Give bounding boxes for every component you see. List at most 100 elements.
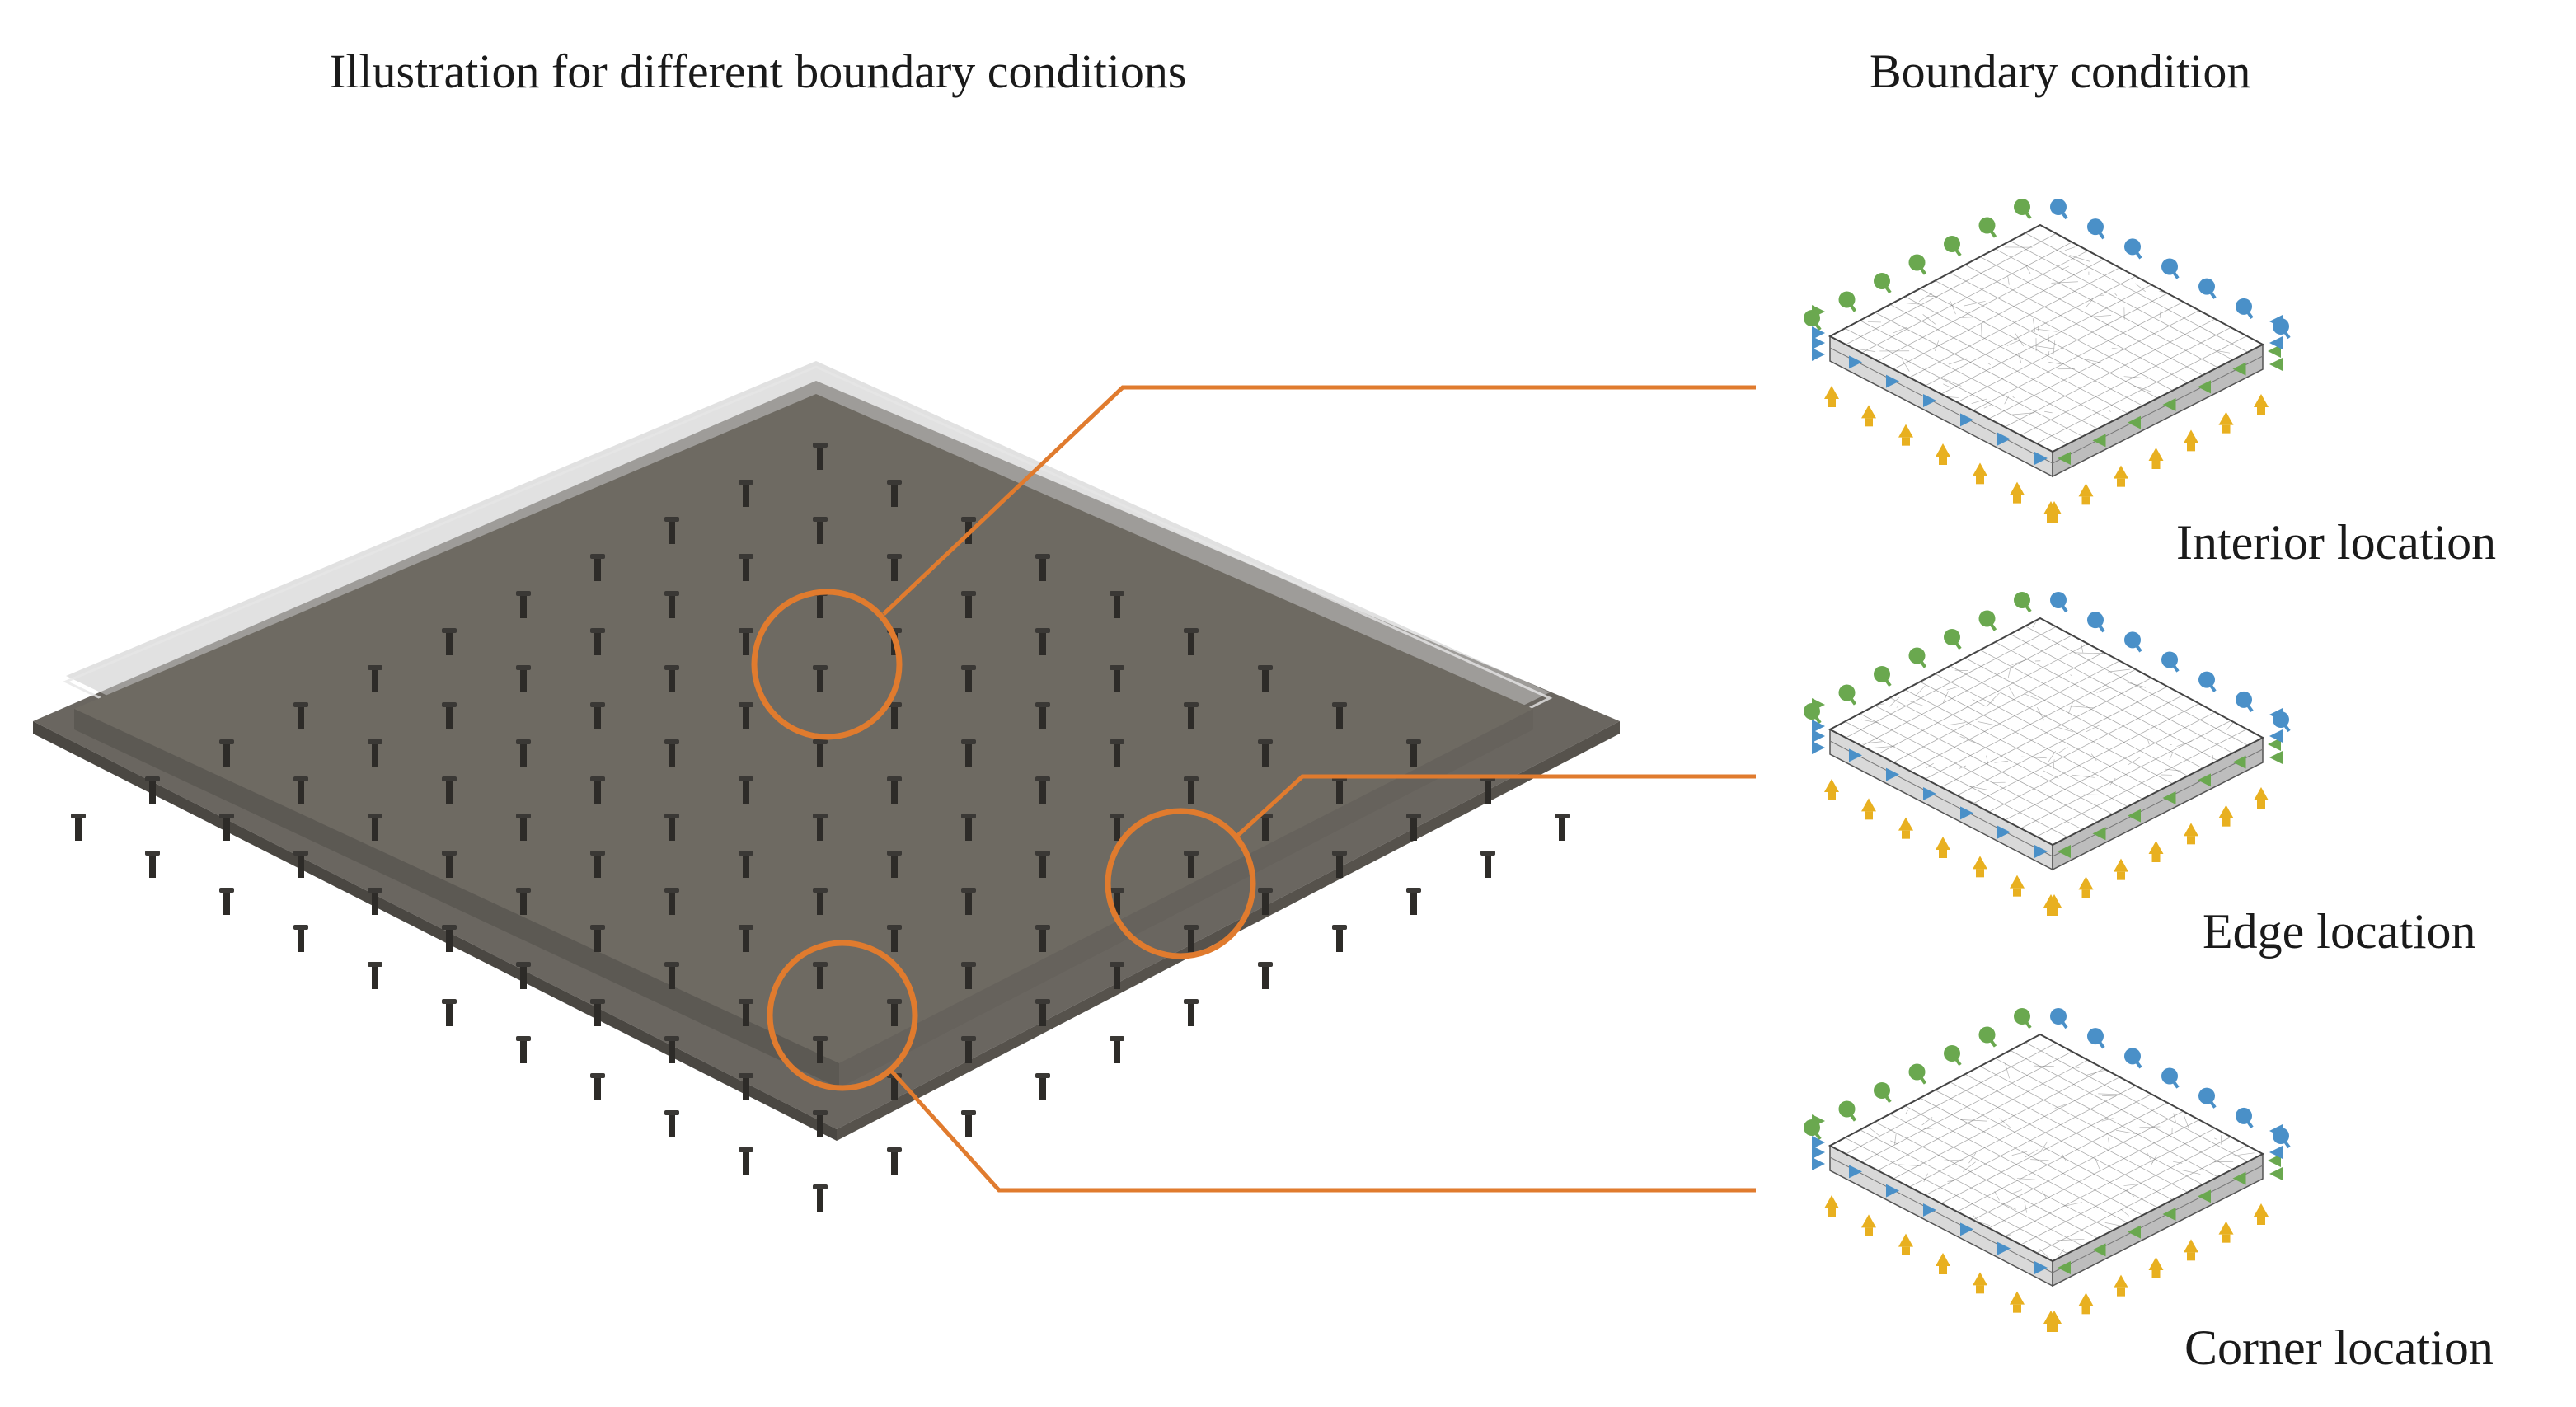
mesh-line [2232,1152,2255,1156]
mesh-line [1964,300,1986,307]
constraint-cone-base [2050,514,2058,523]
base-slab-right-face [837,721,1620,1141]
anchor-stud [1336,927,1343,952]
mesh-line [2135,283,2147,293]
constraint-cone-symbol [2254,394,2269,407]
anchor-stud-head [1184,702,1199,707]
mesh-line [1921,1117,1933,1126]
constraint-cone-base [2257,1217,2265,1225]
anchor-stud [1485,853,1491,878]
constraint-cone-symbol [1898,424,1913,438]
anchor-stud-head [739,480,753,485]
constraint-cone-symbol [1812,729,1825,743]
leader-line-interior [882,385,1756,616]
constraint-ball-symbol [2161,1067,2178,1085]
anchor-stud [743,1150,749,1175]
mesh-line [2012,396,2015,399]
anchor-stud [446,927,453,952]
anchor-stud [1114,742,1120,767]
anchor-stud [1336,779,1343,804]
constraint-cone-base [2222,424,2231,434]
anchor-stud [1114,964,1120,989]
constraint-cone-base [2050,908,2058,916]
anchor-stud [1039,1001,1046,1026]
anchor-stud-head [368,962,382,967]
anchor-stud [1039,853,1046,878]
constraint-cone-symbol [1960,806,1973,820]
anchor-stud-head [293,776,308,781]
anchor-stud [1410,890,1417,915]
anchor-stud-head [145,776,160,781]
anchor-stud [965,890,972,915]
mesh-line [1943,383,1951,388]
mesh-line [2133,385,2152,392]
mesh-line [2159,291,2166,293]
anchor-stud-head [1110,591,1124,596]
constraint-cone-symbol [1997,1241,2011,1255]
anchor-stud-head [887,776,902,781]
constraint-cone-symbol [1997,432,2011,446]
constraint-cone-symbol [1923,1203,1936,1217]
constraint-cone-symbol [2162,398,2176,411]
constraint-cone-symbol [1812,348,1825,361]
mesh-line [2217,350,2231,354]
anchor-stud [1188,631,1194,655]
constraint-cone-base [2187,836,2195,845]
anchor-stud-head [1035,851,1050,856]
anchor-stud [743,482,749,507]
constraint-cone-symbol [2114,465,2128,479]
constraint-ball-symbol [1978,1026,1996,1044]
mesh-line [2032,621,2037,628]
mesh-line [2127,757,2141,766]
constraint-cone-base [2222,818,2231,827]
mesh-line [2004,395,2010,405]
mesh-line [1979,650,2203,769]
mesh-line [1995,1058,2218,1178]
mesh-line [2086,725,2100,733]
mesh-line [1968,786,1989,790]
constraint-cone-symbol [2058,1261,2071,1274]
anchor-stud-head [961,739,976,744]
anchor-stud-head [1184,925,1199,930]
anchor-stud-head [1035,776,1050,781]
mesh-line [2025,232,2248,353]
mesh-line [1987,363,1991,365]
anchor-stud-head [813,739,828,744]
constraint-ball-symbol [1908,647,1926,664]
constraint-cone-symbol [1960,413,1973,427]
mesh-line [1960,317,1975,318]
anchor-stud [520,890,527,915]
constraint-cone-symbol [2198,380,2211,394]
mesh-line [1957,293,2168,403]
constraint-cone-base [1902,830,1910,839]
anchor-stud-head [1480,851,1495,856]
constraint-cone-base [1865,1227,1873,1236]
constraint-cone-base [1902,437,1910,446]
anchor-stud [1039,556,1046,581]
constraint-cone-symbol [2254,1203,2269,1217]
anchor-stud [965,742,972,767]
constraint-ball-symbol [2087,1028,2104,1045]
constraint-ball-symbol [2236,1107,2252,1124]
mesh-line [2034,1251,2043,1256]
constraint-ball-symbol [1908,1063,1926,1081]
anchor-stud-head [887,554,902,559]
anchor-stud-head [664,814,679,818]
anchor-stud [1114,668,1120,692]
anchor-stud [817,742,823,767]
constraint-cone-symbol [2184,823,2198,837]
mesh-line [2063,1202,2083,1207]
anchor-stud [298,927,304,952]
leader-line-edge [1235,774,1756,838]
constraint-cone-symbol [2184,429,2198,443]
mesh-line [1922,314,1936,325]
anchor-stud [446,1001,453,1026]
anchor-stud [298,853,304,878]
anchor-stud-head [590,554,605,559]
anchor-stud-head [887,925,902,930]
mesh-line [1974,1220,1991,1226]
figure-title-left: Illustration for different boundary cond… [330,45,1187,98]
anchor-stud [372,964,378,989]
mesh-line [1923,1173,1928,1183]
